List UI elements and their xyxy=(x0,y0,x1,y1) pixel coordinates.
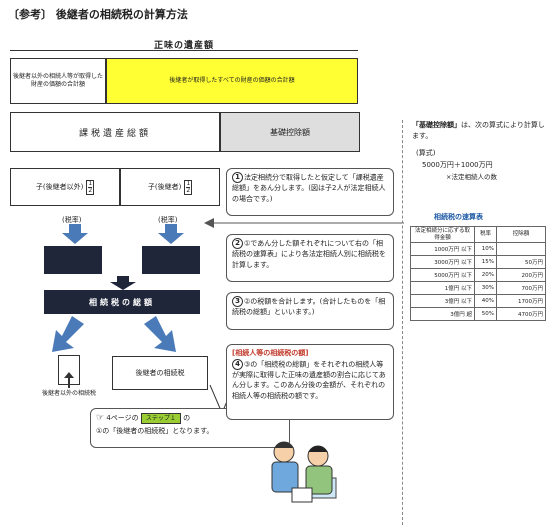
formula-tail: ×法定相続人の数 xyxy=(446,173,497,181)
table-cell: 30% xyxy=(474,281,497,296)
table-cell: 5000万円 以下 xyxy=(410,268,475,283)
other-tax-label: 後継者以外の相続税 xyxy=(42,390,97,397)
split-other-label: 子(後継者以外) xyxy=(35,183,84,191)
pointing-hand-icon: ☞ xyxy=(96,413,105,423)
step1-badge: ステップ１ xyxy=(140,413,181,424)
frac-num: 1 xyxy=(88,179,93,188)
step-heading: [相続人等の相続税の額] xyxy=(232,349,309,357)
table-cell: 1億円 以下 xyxy=(410,281,475,296)
header-cell: 税率 xyxy=(474,225,497,244)
estate-bar-line xyxy=(10,50,358,51)
step-text: ②の税額を合計します。(合計したものを「相続税の総額」といいます。) xyxy=(232,297,386,317)
table-cell: 20% xyxy=(474,268,497,283)
step-text: 法定相続分で取得したと仮定して「課税遺産総額」をあん分します。(図は子2人が法定… xyxy=(232,173,386,203)
table-cell: 50万円 xyxy=(496,255,546,270)
tax-rate-label-right: (税率) xyxy=(158,216,178,224)
total-inheritance-tax: 相続税の総額 xyxy=(44,290,200,314)
note-post-b: の「後継者の相続税」となります。 xyxy=(102,426,214,435)
formula-label: (算式) xyxy=(416,149,436,157)
heir-tax-box: 後継者の相続税 xyxy=(112,356,208,390)
estate-label: 正味の遺産額 xyxy=(153,41,214,51)
tax-rate-label-left: (税率) xyxy=(62,216,82,224)
rate-table-header: 法定相続分に応ずる取得金額 税率 控除額 xyxy=(410,225,546,244)
page-title: 〔参考〕 後継者の相続税の計算方法 xyxy=(8,8,188,21)
table-cell: 50% xyxy=(474,307,497,322)
deduction-title: 「基礎控除額」 xyxy=(412,121,461,129)
note-circle: ① xyxy=(96,426,103,435)
diagonal-arrow-right-icon xyxy=(144,316,176,352)
tax-block-right xyxy=(142,246,200,274)
table-cell: 40% xyxy=(474,294,497,309)
people-illustration xyxy=(271,441,337,503)
down-arrow-icon xyxy=(158,224,184,244)
note-pre: 4ページの xyxy=(106,414,139,422)
step-text: ③の「相続税の総額」をそれぞれの相続人等が実際に取得した正味の遺産額の割合に応じ… xyxy=(232,360,386,400)
deduction-title-tail: は、次の算式により計算します。 xyxy=(412,121,545,140)
down-arrow-icon xyxy=(62,224,88,244)
table-cell: 700万円 xyxy=(496,281,546,296)
table-cell: 1700万円 xyxy=(496,294,546,309)
frac-num: 1 xyxy=(186,179,191,188)
step-number: 3 xyxy=(232,296,243,307)
table-cell xyxy=(496,242,546,257)
table-cell: 4700万円 xyxy=(496,307,546,322)
table-cell: 3億円 超 xyxy=(410,307,475,322)
other-heirs-assets-cell: 後継者以外の相続人等が取得した財産の価額の合計額 xyxy=(10,58,106,104)
taxable-estate-total: 課税遺産総額 xyxy=(10,112,220,152)
header-cell: 法定相続分に応ずる取得金額 xyxy=(410,225,475,244)
left-arrow-icon xyxy=(204,218,404,228)
tax-block-left xyxy=(44,246,102,274)
table-cell: 10% xyxy=(474,242,497,257)
deduction-explanation: 「基礎控除額」は、次の算式により計算します。 xyxy=(412,120,546,141)
down-arrow-icon xyxy=(110,276,136,290)
step-number: 4 xyxy=(232,358,243,370)
step-text: ①であん分した額それぞれについて右の「相続税の速算表」により各法定相続人別に相続… xyxy=(232,239,386,269)
split-heir-label: 子(後継者) xyxy=(147,183,182,191)
formula-value: 5000万円＋1000万円 xyxy=(422,161,493,169)
step-number: 1 xyxy=(232,172,243,183)
rate-table-title: 相続税の速算表 xyxy=(434,213,483,221)
divider-line xyxy=(402,120,403,525)
diagonal-arrow-left-icon xyxy=(52,316,84,352)
frac-den: 2 xyxy=(186,186,191,194)
table-cell: 15% xyxy=(474,255,497,270)
table-cell: 200万円 xyxy=(496,268,546,283)
frac-den: 2 xyxy=(88,186,93,194)
note-post-a: の xyxy=(183,414,191,422)
basic-deduction-cell: 基礎控除額 xyxy=(220,112,360,152)
heir-assets-cell: 後継者が取得したすべての財産の価額の合計額 xyxy=(106,58,358,104)
table-cell: 3億円 以下 xyxy=(410,294,475,309)
table-cell: 3000万円 以下 xyxy=(410,255,475,270)
header-cell: 控除額 xyxy=(496,225,546,244)
step-number: 2 xyxy=(232,238,243,249)
table-cell: 1000万円 以下 xyxy=(410,242,475,257)
up-arrow-icon xyxy=(64,372,74,388)
